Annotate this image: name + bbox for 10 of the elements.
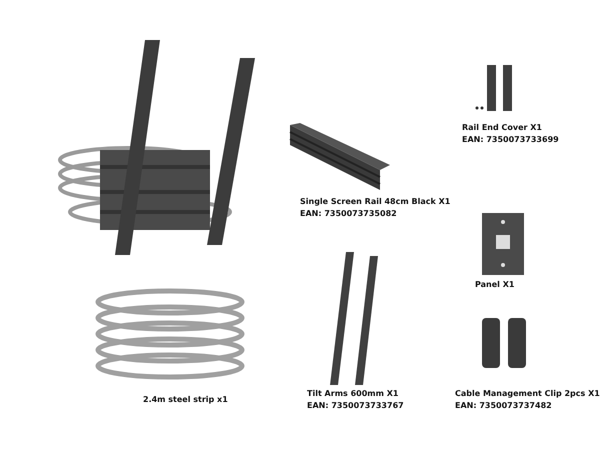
part-caption: EAN: 7350073733767 (307, 401, 404, 411)
part-caption: Panel X1 (475, 280, 514, 290)
part-caption: EAN: 7350073733699 (462, 135, 559, 145)
part-caption: Tilt Arms 600mm X1 (307, 389, 398, 399)
part-caption: 2.4m steel strip x1 (143, 395, 228, 405)
part-caption: EAN: 7350073735082 (300, 209, 397, 219)
part-caption: Single Screen Rail 48cm Black X1 (300, 197, 450, 207)
part-caption: Cable Management Clip 2pcs X1 (455, 389, 600, 399)
part-caption: Rail End Cover X1 (462, 123, 542, 133)
part-caption: EAN: 7350073737482 (455, 401, 552, 411)
